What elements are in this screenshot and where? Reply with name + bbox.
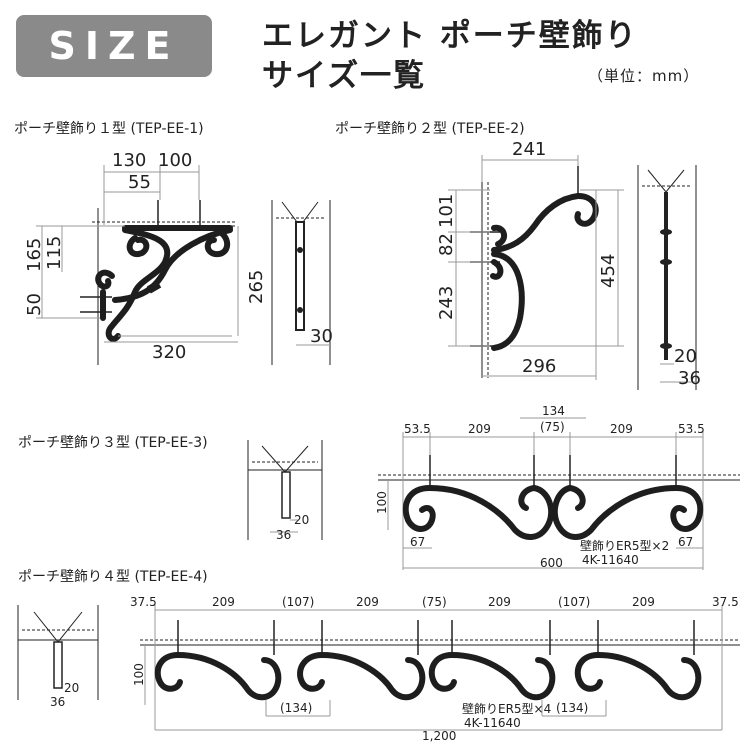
type1-dim-e: 115 (44, 236, 65, 270)
type4-dim-l: (134) (556, 701, 588, 715)
type1-label: ポーチ壁飾り１型 (TEP-EE-1) (14, 121, 204, 137)
type3-label: ポーチ壁飾り３型 (TEP-EE-3) (18, 435, 208, 451)
type2-dim-g: 20 (674, 346, 697, 367)
type4-dim-i: 37.5 (712, 595, 739, 609)
type2-dim-f: 296 (522, 356, 556, 377)
type3-dim-g: 100 (375, 491, 389, 514)
type3-note1: 壁飾りER5型×2 (580, 538, 669, 553)
type4-dim-n: 20 (64, 681, 79, 695)
type4-dim-e: (75) (422, 595, 447, 609)
type4-dim-f: 209 (488, 595, 511, 609)
type4-drawing: 20 36 37.5 209 (107) 209 (75) 209 (107) … (17, 595, 740, 743)
type4-note2: 4K-11640 (464, 716, 521, 730)
type2-label: ポーチ壁飾り２型 (TEP-EE-2) (335, 121, 525, 137)
type1-drawing: 130 100 55 165 115 50 265 320 30 (24, 150, 333, 365)
type4-dim-h: 209 (632, 595, 655, 609)
type1-dim-b: 100 (158, 150, 192, 171)
type1-dim-c: 55 (128, 172, 151, 193)
type3-dim-b: 209 (468, 422, 491, 436)
type2-dim-a: 241 (512, 139, 546, 160)
type2-dim-b: 101 (436, 194, 457, 228)
type3-dim-i: 67 (678, 535, 693, 549)
type1-dim-a: 130 (112, 150, 146, 171)
type3-note2: 4K-11640 (582, 553, 639, 567)
type2-dim-e: 454 (598, 254, 619, 288)
type2-dim-h: 36 (678, 368, 701, 389)
type4-dim-d: 209 (356, 595, 379, 609)
type4-note1: 壁飾りER5型×4 (462, 701, 551, 716)
type1-dim-g: 265 (246, 270, 267, 304)
type4-dim-g: (107) (558, 595, 590, 609)
type4-dim-j: 100 (132, 663, 146, 686)
type1-dim-h: 320 (152, 342, 186, 363)
type4-dim-o: 36 (50, 695, 65, 709)
type4-dim-m: 1,200 (422, 729, 456, 743)
unit-note: （単位：mm） (588, 67, 700, 85)
type4-dim-a: 37.5 (130, 595, 157, 609)
size-badge-text: SIZE (48, 24, 180, 68)
type2-dim-c: 82 (436, 233, 457, 256)
type2-dim-d: 243 (436, 286, 457, 320)
type3-dim-a: 53.5 (404, 422, 431, 436)
type4-dim-k: (134) (280, 701, 312, 715)
type3-dim-c: 134 (542, 404, 565, 418)
type1-dim-d: 165 (24, 238, 45, 272)
type3-dim-h: 67 (410, 535, 425, 549)
type4-label: ポーチ壁飾り４型 (TEP-EE-4) (18, 569, 208, 585)
size-badge: SIZE (16, 15, 212, 77)
type3-dim-f: 53.5 (678, 422, 705, 436)
type3-dim-l: 36 (276, 528, 291, 542)
type3-dim-k: 20 (294, 513, 309, 527)
type4-dim-c: (107) (282, 595, 314, 609)
type4-dim-b: 209 (212, 595, 235, 609)
page-title-line2: サイズ一覧 (262, 58, 427, 94)
type3-dim-d: (75) (540, 420, 565, 434)
type3-drawing: 20 36 53.5 209 134 (75) 209 53.5 100 67 (247, 404, 740, 570)
type2-drawing: 241 101 82 243 454 296 20 (436, 139, 701, 390)
type3-dim-j: 600 (540, 556, 563, 570)
type3-dim-e: 209 (610, 422, 633, 436)
type1-dim-f: 50 (24, 293, 45, 316)
page-title-line1: エレガント ポーチ壁飾り (262, 18, 638, 54)
type1-dim-i: 30 (310, 326, 333, 347)
